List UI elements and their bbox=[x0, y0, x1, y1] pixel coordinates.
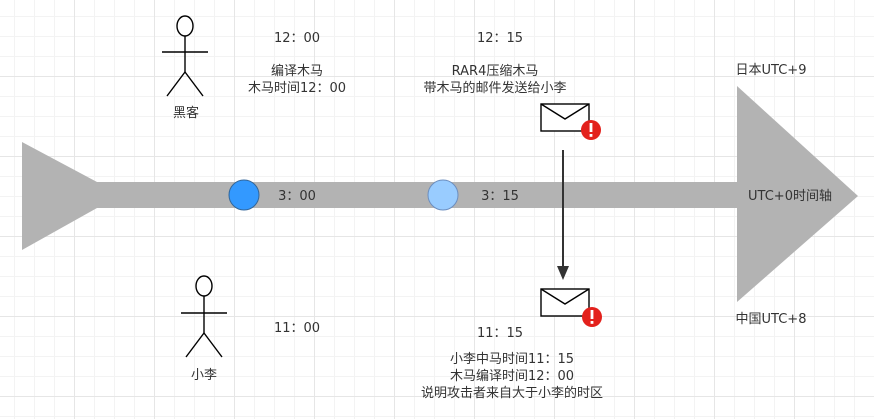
sent-mail-alert-badge-icon bbox=[581, 120, 601, 140]
hacker-time-12-00: 12：00 bbox=[273, 31, 321, 46]
china-timezone-label: 中国UTC+8 bbox=[735, 312, 807, 327]
hacker-send-line-2: 带木马的邮件发送给小李 bbox=[423, 81, 567, 96]
mail-delivery-arrow bbox=[557, 150, 569, 280]
victim-analysis-note: 小李中马时间11：15 木马编译时间12：00 说明攻击者来自大于小李的时区 bbox=[421, 351, 603, 402]
utc-time-3-00: 3：00 bbox=[278, 189, 316, 204]
received-mail-envelope-icon bbox=[540, 288, 590, 317]
utc-time-3-15: 3：15 bbox=[481, 189, 519, 204]
hacker-time-12-15: 12：15 bbox=[476, 31, 524, 46]
hacker-compile-line-2: 木马时间12：00 bbox=[247, 81, 347, 96]
victim-analysis-line-2: 木马编译时间12：00 bbox=[449, 369, 575, 384]
utc-point-3-15 bbox=[427, 179, 459, 211]
hacker-compile-line-1: 编译木马 bbox=[270, 64, 323, 79]
hacker-name-label: 黑客 bbox=[172, 106, 200, 121]
victim-time-11-00: 11：00 bbox=[273, 321, 321, 336]
hacker-send-line-1: RAR4压缩木马 bbox=[451, 64, 539, 79]
hacker-stick-figure-icon bbox=[162, 15, 208, 97]
received-mail-alert-badge-icon bbox=[582, 307, 602, 327]
hacker-compile-note: 编译木马 木马时间12：00 bbox=[248, 63, 346, 97]
victim-time-11-15: 11：15 bbox=[476, 326, 524, 341]
japan-timezone-label: 日本UTC+9 bbox=[735, 63, 807, 78]
victim-name-label: 小李 bbox=[190, 368, 218, 383]
victim-analysis-line-3: 说明攻击者来自大于小李的时区 bbox=[420, 386, 604, 401]
utc-point-3-00 bbox=[228, 179, 260, 211]
victim-stick-figure-icon bbox=[181, 275, 227, 358]
victim-analysis-line-1: 小李中马时间11：15 bbox=[449, 352, 575, 367]
sent-mail-envelope-icon bbox=[540, 103, 590, 132]
utc-axis-label: UTC+0时间轴 bbox=[748, 189, 832, 204]
hacker-send-note: RAR4压缩木马 带木马的邮件发送给小李 bbox=[423, 63, 566, 97]
